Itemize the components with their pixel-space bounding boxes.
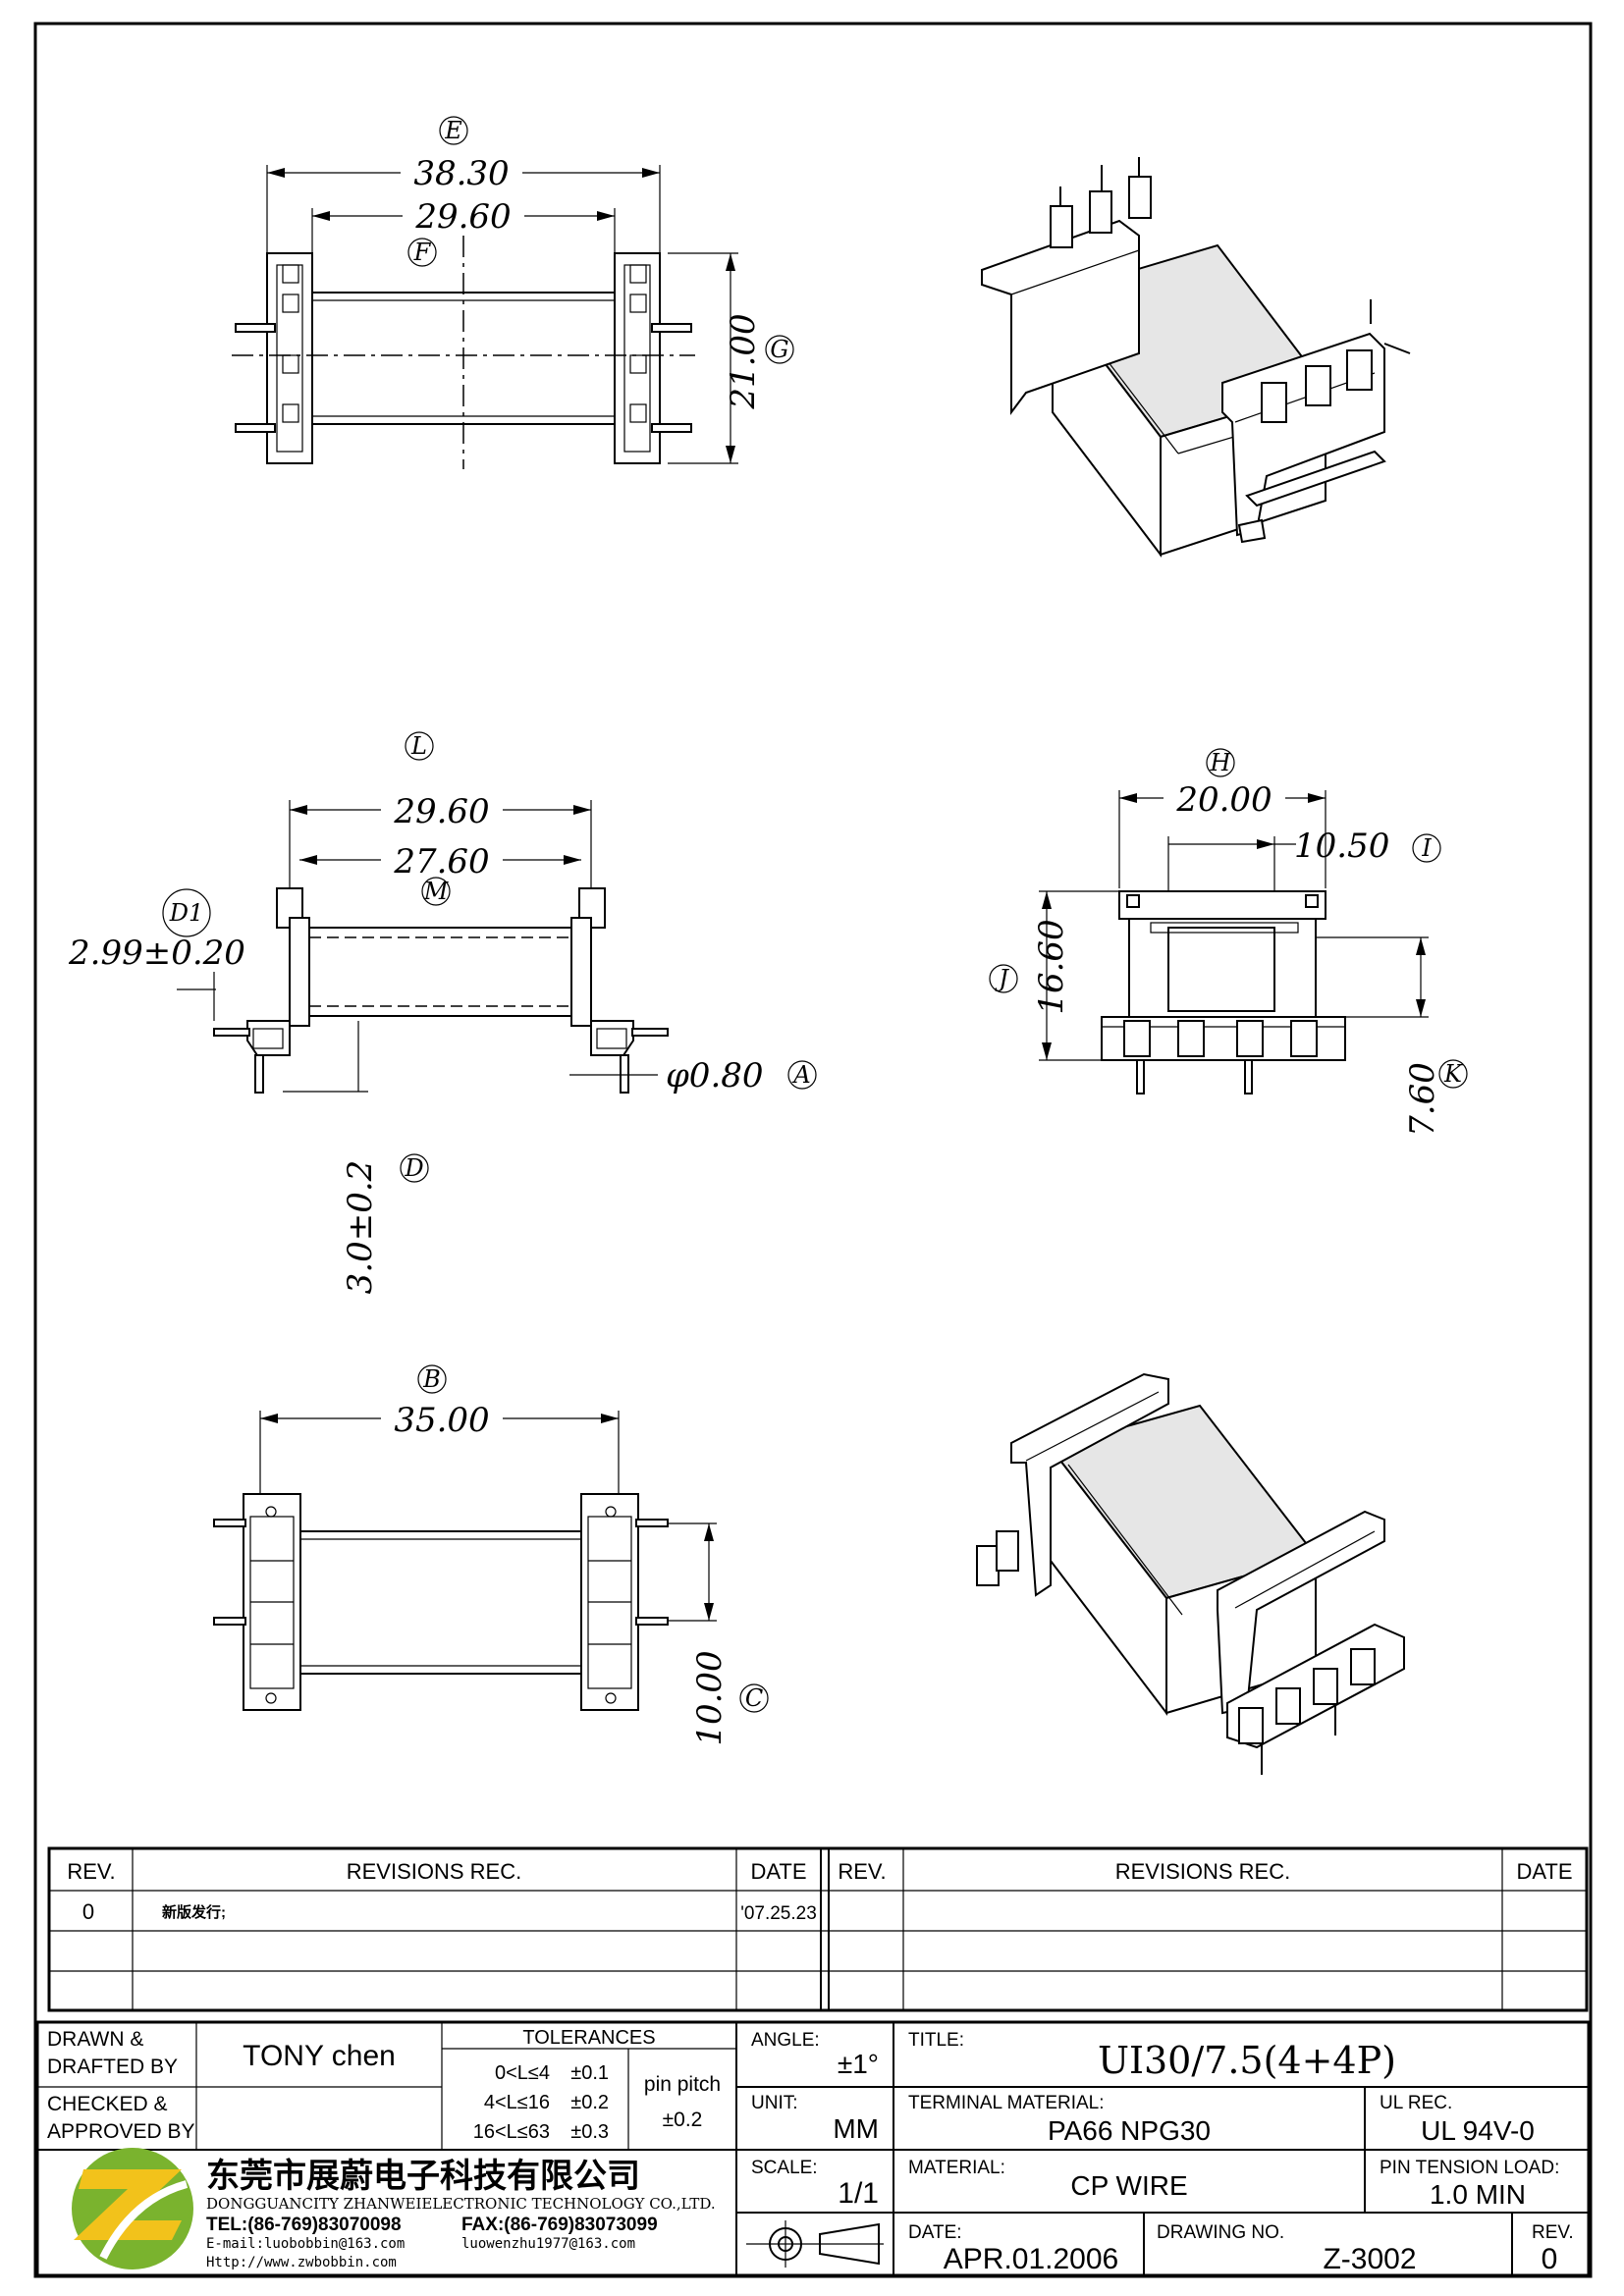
bubble-b: B [422,1365,441,1393]
company-email-2: luowenzhu1977@163.com [461,2236,635,2252]
dim-d-value: 3.0±0.2 [341,1160,380,1295]
bubble-i: I [1421,834,1432,862]
bottom-view: 35.00 B 10.00 C [213,1364,769,1746]
company-name-cn: 东莞市展蔚电子科技有限公司 [206,2157,640,2196]
angle-label: ANGLE: [751,2030,820,2051]
dim-m-value: 27.60 [393,842,489,881]
dim-j-value: 16.60 [1032,919,1071,1014]
company-logo [72,2148,193,2269]
drawn-label-1: DRAWN & [47,2028,143,2051]
dim-l-value: 29.60 [393,792,489,831]
dim-h-value: 20.00 [1175,780,1272,820]
pin-pitch-label: pin pitch [644,2073,721,2096]
bubble-g: G [770,336,788,363]
projection-symbol-icon [746,2220,884,2268]
rec-header-left: REVISIONS REC. [347,1859,521,1884]
drawing-no-value: Z-3002 [1323,2243,1416,2275]
scale-label: SCALE: [751,2158,818,2178]
material-value: CP WIRE [1070,2170,1187,2201]
pin-tension-label: PIN TENSION LOAD: [1380,2158,1559,2178]
dim-c-value: 10.00 [690,1650,730,1745]
company-website: Http://www.zwbobbin.com [206,2255,397,2270]
date-header-right: DATE [1516,1859,1572,1884]
bubble-a: A [791,1061,810,1089]
revision-row-date: '07.25.23 [740,1903,817,1924]
pin-pitch-value: ±0.2 [663,2109,703,2131]
terminal-material-value: PA66 NPG30 [1048,2115,1211,2146]
bubble-d: D [404,1154,423,1182]
dim-g-value: 21.00 [724,313,763,409]
rev-header-right: REV. [838,1859,886,1884]
dim-i-value: 10.50 [1294,827,1389,866]
unit-label: UNIT: [751,2093,798,2113]
dim-d1-value: 2.99±0.20 [68,934,245,973]
bubble-c: C [745,1684,763,1712]
end-view: 20.00 H 10.50 I 16.60 J 7.60 K [989,748,1468,1137]
drawn-label-2: DRAFTED BY [47,2056,178,2078]
bubble-f: F [413,239,432,266]
tolerances-label: TOLERANCES [522,2027,655,2049]
dim-e-value: 38.30 [413,154,509,193]
dim-k-value: 7.60 [1403,1062,1442,1137]
side-view: 29.60 L 27.60 M D1 2.99±0.20 [68,731,817,1295]
bubble-h: H [1210,749,1232,776]
company-tel: TEL:(86-769)83070098 [206,2215,402,2235]
material-label: MATERIAL: [908,2158,1005,2178]
drawn-by-value: TONY chen [243,2040,396,2072]
isometric-view-top [981,157,1411,558]
company-fax: FAX:(86-769)83073099 [461,2215,658,2235]
rec-header-right: REVISIONS REC. [1115,1859,1290,1884]
dim-f-value: 29.60 [414,197,511,237]
revision-row-rec: 新版发行; [162,1903,226,1921]
scale-value: 1/1 [838,2177,879,2210]
date-value: APR.01.2006 [944,2243,1118,2275]
revision-row-rev: 0 [82,1899,94,1924]
bubble-e: E [444,117,462,144]
dim-b-value: 35.00 [394,1401,489,1440]
drawing-no-label: DRAWING NO. [1157,2222,1284,2243]
terminal-material-label: TERMINAL MATERIAL: [908,2093,1105,2113]
tol-value-2: ±0.2 [570,2092,609,2113]
title-label: TITLE: [908,2030,964,2051]
bubble-k: K [1443,1060,1464,1088]
tol-value-1: ±0.1 [570,2062,609,2084]
isometric-view-bottom [976,1372,1405,1775]
tol-value-3: ±0.3 [570,2121,609,2143]
top-view: 38.30 E 29.60 F 21.00 G [232,116,794,469]
date-label: DATE: [908,2222,962,2243]
tol-range-1: 0<L≤4 [495,2062,550,2084]
ul-rec-value: UL 94V-0 [1421,2115,1535,2146]
date-header-left: DATE [750,1859,806,1884]
pin-tension-value: 1.0 MIN [1430,2179,1526,2210]
company-name-en: DONGGUANCITY ZHANWEIELECTRONIC TECHNOLOG… [206,2195,716,2213]
bubble-m: M [423,878,450,905]
bubble-l: L [410,732,427,760]
ul-rec-label: UL REC. [1380,2093,1452,2113]
rev-label: REV. [1532,2222,1574,2243]
title-block: DRAWN & DRAFTED BY TONY chen CHECKED & A… [35,2020,1591,2277]
company-email: E-mail:luobobbin@163.com [206,2236,405,2252]
dim-a-value: φ0.80 [666,1056,764,1095]
checked-label-2: APPROVED BY [47,2120,195,2143]
drawing-title: UI30/7.5(4+4P) [1098,2039,1396,2082]
unit-value: MM [833,2113,879,2144]
revisions-table: REV. REVISIONS REC. DATE REV. REVISIONS … [47,1846,1589,2012]
checked-label-1: CHECKED & [47,2093,168,2115]
tol-range-3: 16<L≤63 [473,2121,550,2143]
bubble-j: J [994,965,1009,992]
angle-value: ±1° [838,2049,879,2079]
bubble-d1: D1 [169,899,204,927]
rev-value: 0 [1542,2243,1558,2275]
tol-range-2: 4<L≤16 [484,2092,550,2113]
rev-header-left: REV. [67,1859,115,1884]
